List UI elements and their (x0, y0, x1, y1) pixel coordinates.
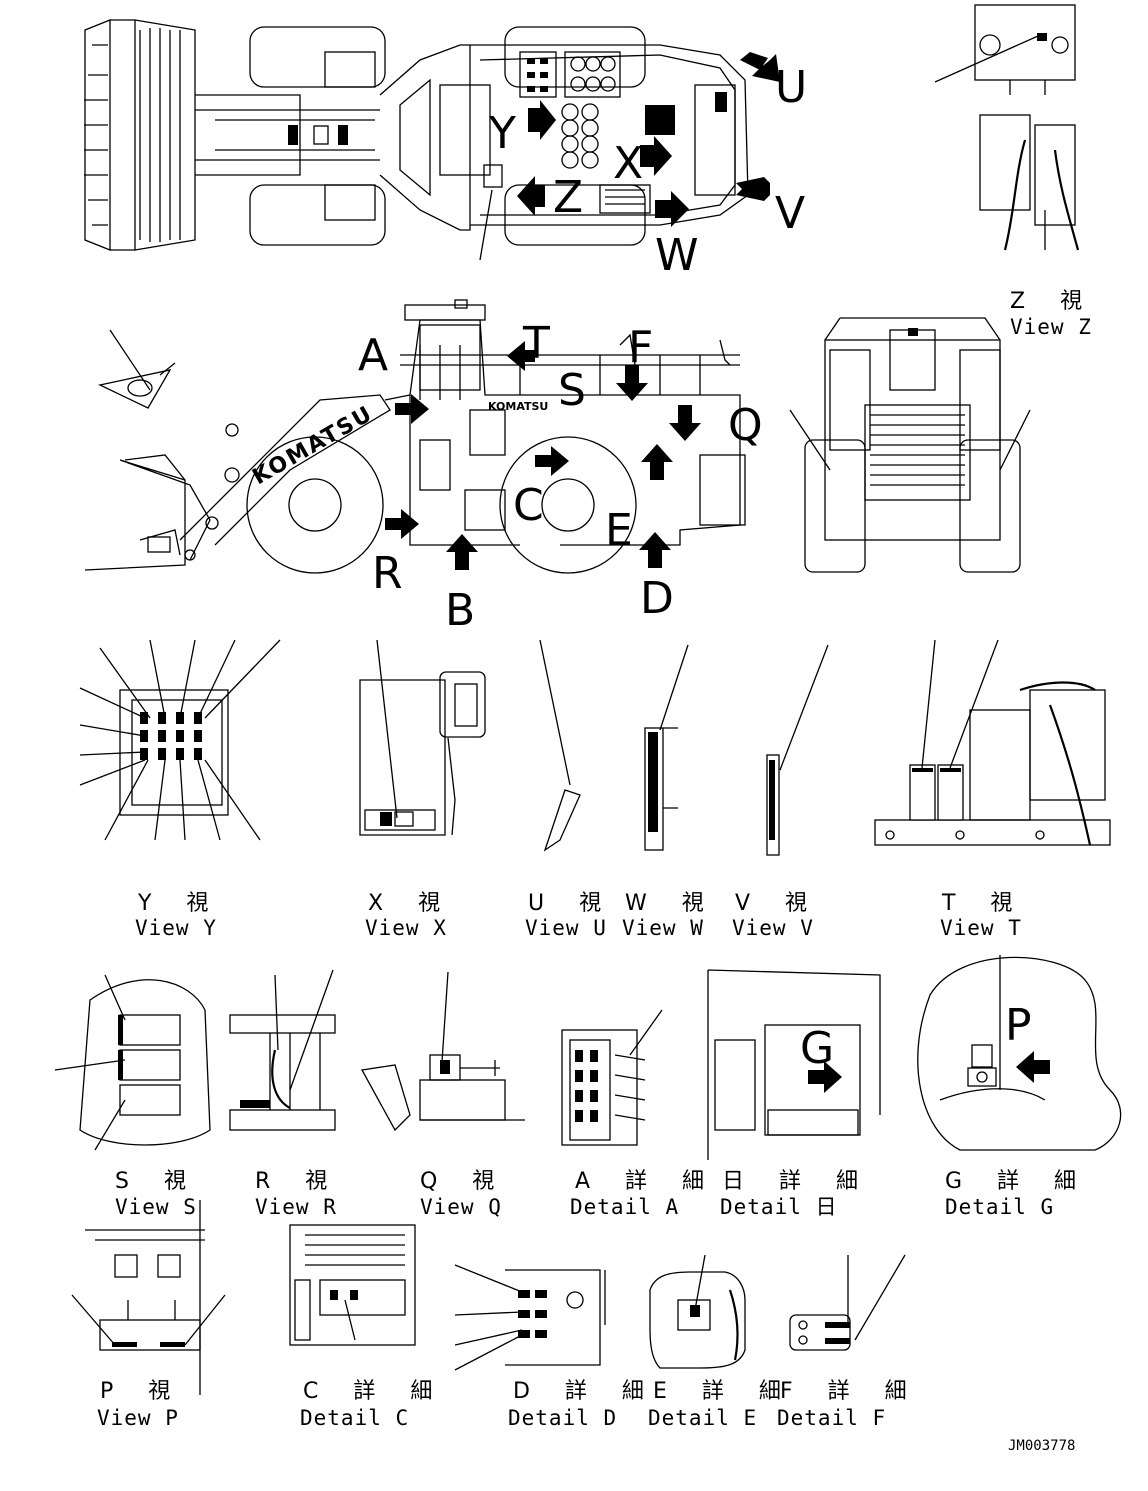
arrow-z (517, 176, 545, 216)
view-z-en: View Z (1010, 315, 1092, 339)
engine-area (519, 51, 736, 214)
view-s-en: View S (115, 1195, 197, 1219)
view-u-en: View U (525, 916, 607, 940)
label-r: R (372, 548, 403, 599)
label-e: E (605, 505, 633, 556)
label-x: X (613, 138, 643, 189)
detail-g-en: Detail G (945, 1195, 1054, 1219)
arrow-x (640, 136, 672, 176)
label-a: A (358, 330, 388, 381)
detail-f-en: Detail F (777, 1406, 886, 1430)
detail-g-jp: G 詳 細 (945, 1169, 1090, 1194)
view-z-drawing: Z 視 View Z (789, 289, 1096, 573)
view-r-jp: R 視 (255, 1169, 341, 1194)
view-t-en: View T (940, 916, 1022, 940)
detail-d-en: Detail D (508, 1406, 617, 1430)
arrow-e (641, 444, 673, 480)
detail-a-drawing: A 詳 細 Detail A (561, 1009, 718, 1219)
doc-id: JM003778 (1008, 1438, 1075, 1454)
label-v: V (775, 188, 805, 239)
detail-a-en: Detail A (570, 1195, 679, 1219)
detail-c-en: Detail C (300, 1406, 409, 1430)
detail-f-drawing: F 詳 細 Detail F (777, 1254, 921, 1430)
arrow-y (528, 100, 556, 140)
view-p-drawing: P 視 View P (71, 1200, 226, 1430)
boom-brand-mark: KOMATSU (249, 401, 378, 490)
label-g: G (800, 1023, 834, 1074)
detail-b-en: Detail 日 (720, 1195, 838, 1219)
view-r-en: View R (255, 1195, 337, 1219)
view-z-jp: Z 視 (1010, 289, 1096, 314)
view-p-jp: P 視 (100, 1379, 184, 1404)
label-c: C (513, 480, 544, 531)
view-t-drawing: T 視 View T (874, 639, 1111, 940)
label-u: U (775, 62, 807, 113)
view-w-en: View W (622, 916, 704, 940)
label-f: F (628, 322, 653, 373)
label-t: T (522, 318, 550, 369)
arrow-f (616, 365, 648, 401)
view-r-drawing: R 視 View R (229, 969, 341, 1219)
view-p-en: View P (97, 1406, 179, 1430)
view-v-jp: V 視 (735, 891, 821, 916)
top-right-unit (934, 4, 1080, 251)
detail-c-drawing: C 詳 細 Detail C (289, 1224, 446, 1430)
arrow-g (808, 1061, 842, 1093)
view-u-jp: U 視 (528, 891, 615, 916)
view-t-jp: T 視 (941, 891, 1026, 916)
top-plan-view: U V W X Y Z (84, 19, 807, 281)
arrow-v (736, 177, 770, 201)
label-s: S (558, 365, 586, 416)
detail-d-drawing: D 詳 細 Detail D (454, 1264, 658, 1430)
label-q: Q (728, 400, 763, 451)
arrow-u (740, 52, 780, 82)
view-x-drawing: X 視 View X (359, 639, 486, 940)
detail-d-jp: D 詳 細 (513, 1379, 658, 1404)
label-w: W (655, 230, 699, 281)
view-y-jp: Y 視 (137, 891, 222, 916)
view-v-drawing: V 視 View V (732, 644, 829, 940)
detail-e-drawing: E 詳 細 Detail E (648, 1254, 795, 1430)
cab-brand-mark: KOMATSU (488, 400, 548, 413)
arrow-b (446, 534, 478, 570)
detail-b-jp: 日 詳 細 (722, 1169, 872, 1194)
detail-c-jp: C 詳 細 (303, 1379, 446, 1404)
label-b: B (445, 585, 475, 636)
view-x-jp: X 視 (368, 891, 454, 916)
arrow-p (1016, 1051, 1050, 1083)
detail-g-drawing: P G 詳 細 Detail G (917, 955, 1122, 1219)
view-y-en: View Y (135, 916, 217, 940)
label-y: Y (488, 108, 516, 159)
side-view: KOMATSU KOMATSU A R B T S C F Q E D (84, 299, 763, 636)
detail-e-en: Detail E (648, 1406, 757, 1430)
view-y-drawing: Y 視 View Y (79, 639, 281, 940)
arrow-w (655, 191, 689, 227)
detail-a-jp: A 詳 細 (575, 1169, 718, 1194)
detail-f-jp: F 詳 細 (780, 1379, 921, 1404)
bucket-teeth (84, 19, 196, 251)
arrow-r (385, 509, 419, 539)
view-u-drawing: U 視 View U (525, 639, 615, 940)
view-q-drawing: Q 視 View Q (360, 971, 525, 1219)
detail-e-jp: E 詳 細 (653, 1379, 795, 1404)
arrow-c (535, 446, 569, 476)
detail-b-drawing: G 日 詳 細 Detail 日 (707, 969, 881, 1219)
view-s-jp: S 視 (115, 1169, 200, 1194)
view-v-en: View V (732, 916, 814, 940)
arrow-d (639, 532, 671, 568)
view-w-jp: W 視 (625, 891, 718, 916)
arrow-a (395, 394, 429, 424)
view-x-en: View X (365, 916, 447, 940)
view-q-jp: Q 視 (420, 1169, 508, 1194)
arrow-q (669, 405, 701, 441)
view-w-drawing: W 視 View W (622, 644, 718, 940)
view-s-drawing: S 視 View S (54, 974, 211, 1219)
label-p: P (1005, 1000, 1032, 1051)
label-d: D (640, 573, 674, 624)
view-q-en: View Q (420, 1195, 502, 1219)
arrow-t (507, 341, 535, 371)
label-z: Z (553, 172, 583, 223)
